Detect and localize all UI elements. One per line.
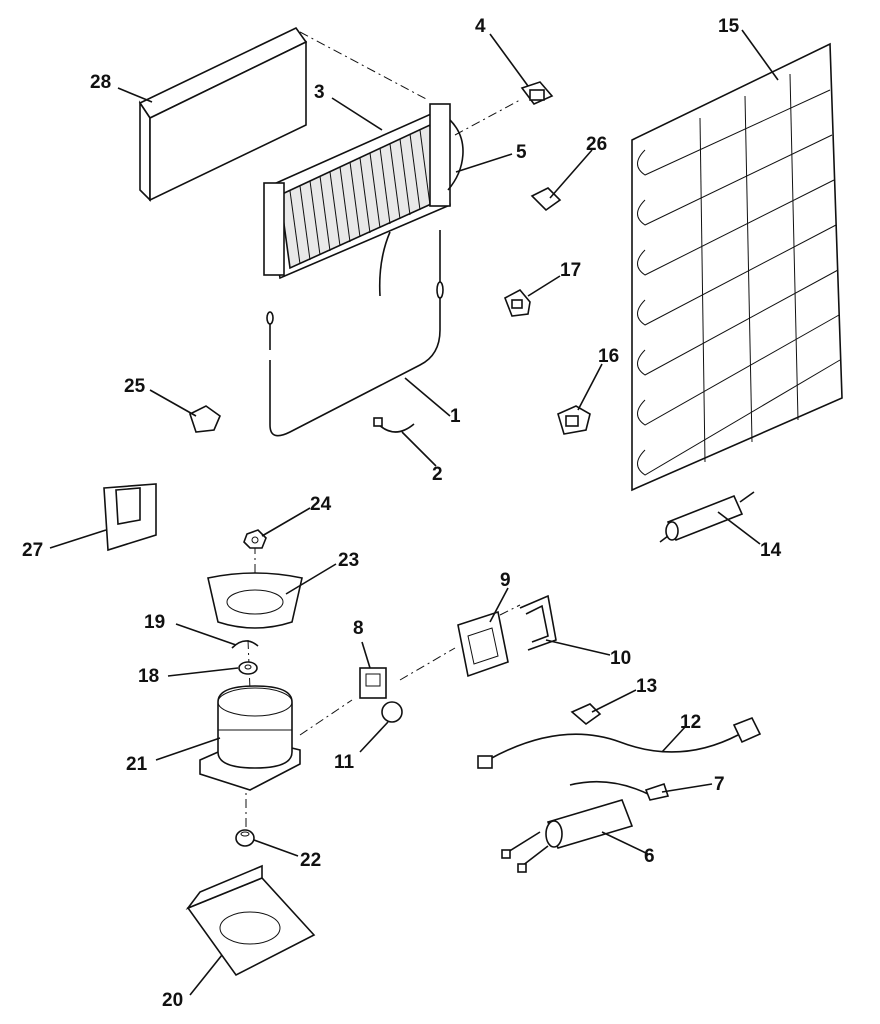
evaporator-fins xyxy=(289,129,431,265)
part-2-wire xyxy=(373,417,415,433)
condenser-coils xyxy=(637,73,841,476)
part-17-clip xyxy=(503,288,531,317)
label-part-27: 27 xyxy=(22,540,43,561)
label-part-21: 21 xyxy=(126,754,148,775)
label-part-6: 6 xyxy=(644,846,655,867)
part-7-strap xyxy=(569,780,670,801)
label-part-17: 17 xyxy=(560,260,581,281)
part-19-clip xyxy=(231,640,259,649)
label-part-19: 19 xyxy=(144,612,165,633)
label-part-8: 8 xyxy=(353,618,364,639)
label-part-18: 18 xyxy=(138,666,159,687)
part-13-clamp xyxy=(570,703,602,726)
part-15-condenser xyxy=(631,42,843,492)
label-part-22: 22 xyxy=(300,850,321,871)
part-25-clip xyxy=(189,405,221,433)
part-3-evaporator xyxy=(263,103,464,280)
part-10-bracket xyxy=(519,594,557,651)
part-21-compressor xyxy=(199,685,301,791)
label-part-20: 20 xyxy=(162,990,183,1011)
label-part-14: 14 xyxy=(760,540,782,561)
part-22-grommet xyxy=(235,829,255,847)
label-part-11: 11 xyxy=(334,752,355,773)
part-28-panel xyxy=(138,26,308,202)
label-part-3: 3 xyxy=(314,82,325,103)
label-part-24: 24 xyxy=(310,494,332,515)
part-1-capillary-tube xyxy=(266,230,444,437)
part-6-capacitor xyxy=(501,799,634,873)
part-12-power-cord xyxy=(477,716,762,769)
part-27-bracket xyxy=(103,483,157,552)
label-part-4: 4 xyxy=(475,16,486,37)
part-9-relay-cover xyxy=(457,610,509,678)
label-part-7: 7 xyxy=(714,774,725,795)
label-part-26: 26 xyxy=(586,134,607,155)
label-part-15: 15 xyxy=(718,16,740,37)
label-part-5: 5 xyxy=(516,142,527,163)
label-part-16: 16 xyxy=(598,346,619,367)
label-part-13: 13 xyxy=(636,676,657,697)
part-18-grommet xyxy=(238,661,258,675)
label-part-10: 10 xyxy=(610,648,631,669)
part-24-nut xyxy=(243,529,267,549)
label-part-2: 2 xyxy=(432,464,443,485)
part-8-relay xyxy=(359,667,387,699)
part-23-cover xyxy=(207,572,303,629)
label-part-9: 9 xyxy=(500,570,511,591)
part-11-overload xyxy=(381,701,403,723)
label-part-23: 23 xyxy=(338,550,359,571)
part-14-drier xyxy=(659,491,755,543)
part-20-base xyxy=(185,864,316,977)
part-4-clip xyxy=(520,81,554,105)
label-part-28: 28 xyxy=(90,72,111,93)
label-part-12: 12 xyxy=(680,712,701,733)
part-labels: 28 3 4 15 26 5 17 16 25 1 2 24 27 14 23 … xyxy=(22,16,782,1011)
label-part-25: 25 xyxy=(124,376,146,397)
leader-lines xyxy=(49,29,779,996)
part-16-clip xyxy=(557,405,591,435)
label-part-1: 1 xyxy=(450,406,461,427)
